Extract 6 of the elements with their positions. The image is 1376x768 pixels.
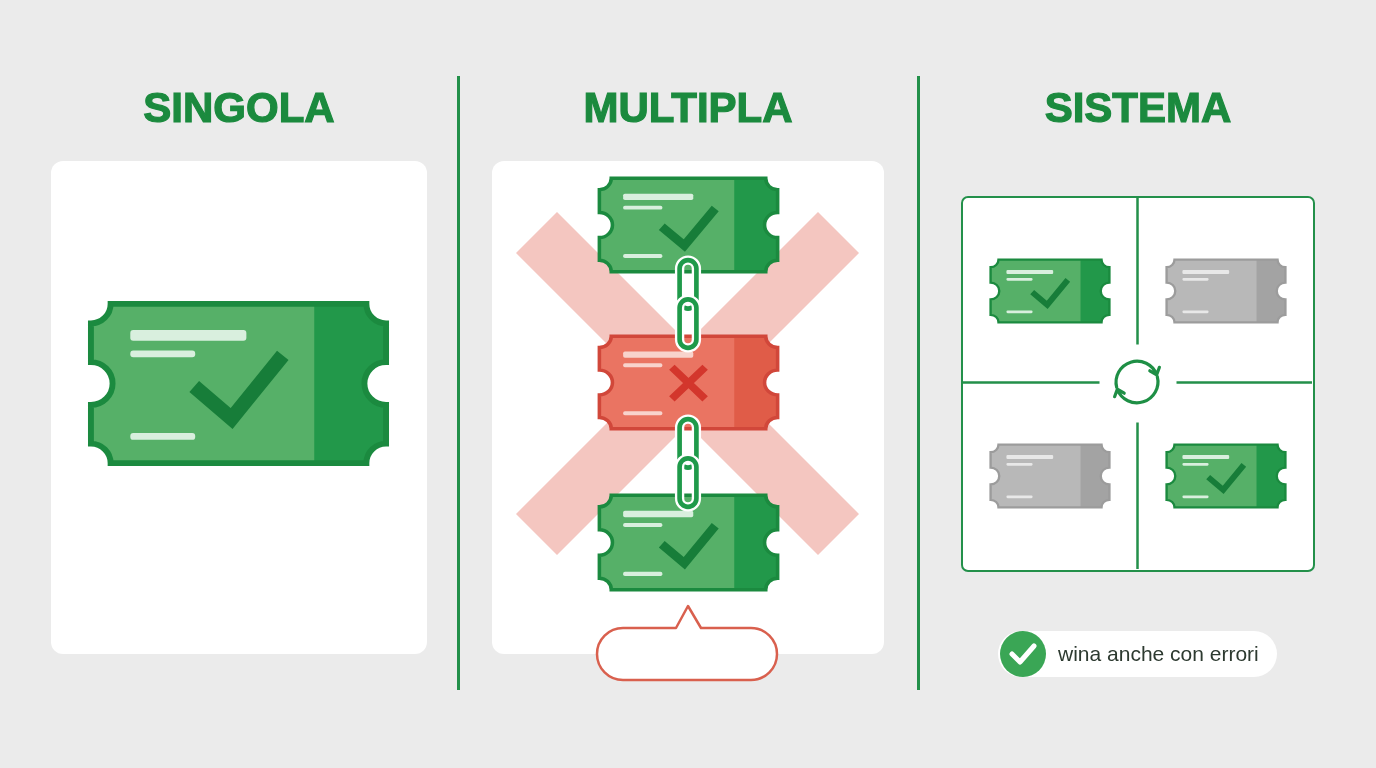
status-pill	[998, 631, 1277, 677]
pill-label: wina anche con errori	[1058, 641, 1259, 667]
column-heading: MULTIPLA	[583, 84, 793, 132]
column-heading: SINGOLA	[143, 84, 335, 132]
column-heading: SISTEMA	[1044, 84, 1232, 132]
speech-bubble	[595, 603, 779, 682]
